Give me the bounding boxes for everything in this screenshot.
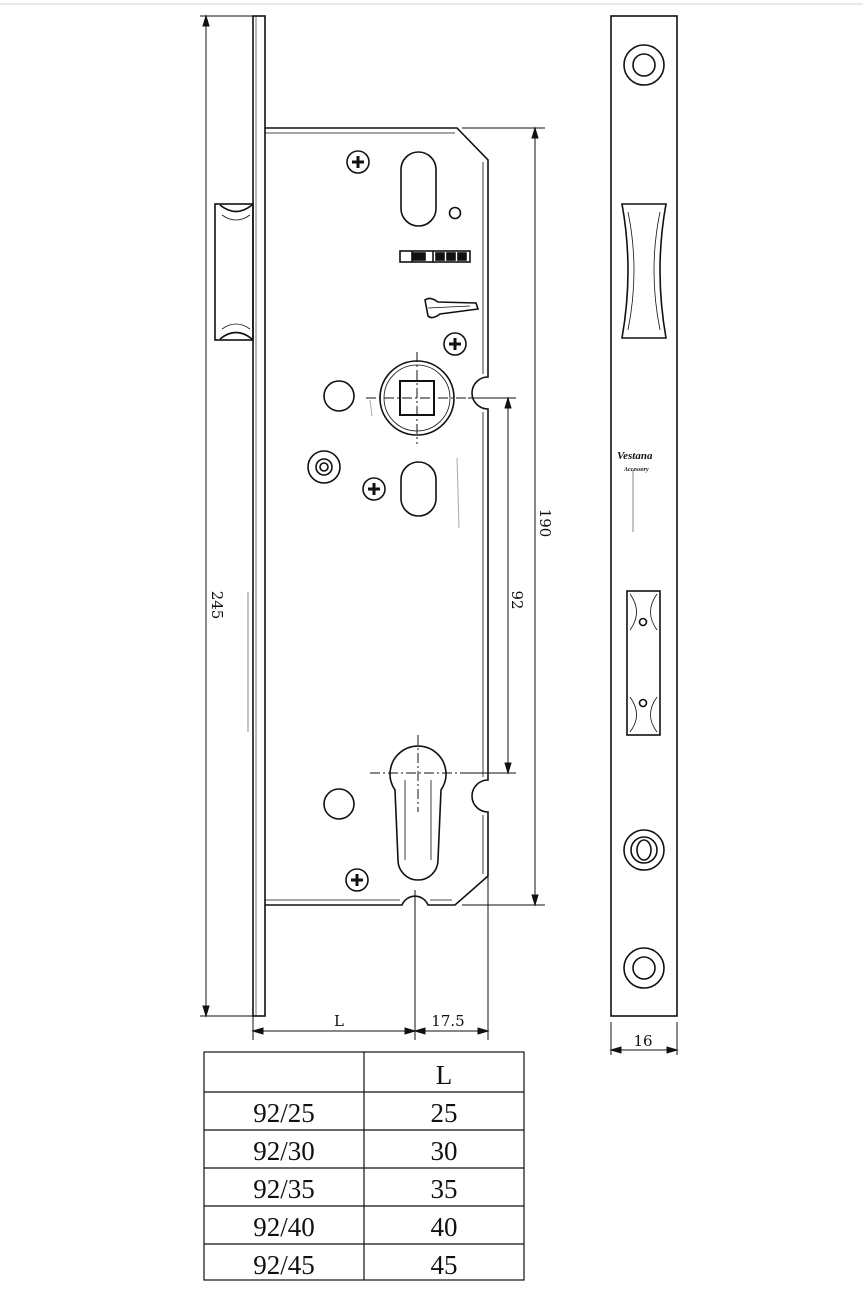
table-cell-model: 92/40 — [253, 1212, 315, 1242]
screw-icon — [443, 332, 467, 356]
table-header-l: L — [436, 1060, 453, 1090]
dimension-lines — [200, 14, 679, 1055]
latch-bolt — [214, 203, 254, 341]
lever-arm — [424, 297, 480, 319]
lock-case — [265, 127, 489, 906]
table-cell-model: 92/30 — [253, 1136, 315, 1166]
side-view — [610, 15, 678, 1017]
fixing-hole — [323, 380, 355, 412]
table-cell-model: 92/25 — [253, 1098, 315, 1128]
latch-opening — [621, 203, 667, 339]
dim-center-distance: 92 — [508, 590, 526, 609]
middle-slot — [400, 461, 437, 517]
fixing-hole — [323, 788, 355, 820]
faceplate-front — [252, 15, 266, 1017]
dim-backset: 17.5 — [431, 1012, 464, 1030]
table-cell-l: 35 — [431, 1174, 458, 1204]
table-cell-l: 25 — [431, 1098, 458, 1128]
table-cell-l: 45 — [431, 1250, 458, 1280]
brand-tagline: Accessory — [623, 467, 649, 473]
table-cell-model: 92/45 — [253, 1250, 315, 1280]
table-cell-l: 30 — [431, 1136, 458, 1166]
screw-icon — [362, 477, 386, 501]
dim-overall-length: 245 — [208, 591, 226, 620]
bolt-opening — [626, 590, 661, 736]
table-cell-model: 92/35 — [253, 1174, 315, 1204]
brand-name: Vestana — [617, 450, 653, 462]
cylinder-opening — [623, 829, 665, 871]
cylinder-hole — [389, 745, 447, 881]
screw-hole-bottom — [623, 947, 665, 989]
faceplate-side — [610, 15, 678, 1017]
front-view — [214, 15, 489, 1017]
dim-faceplate-width: 16 — [633, 1032, 652, 1050]
brand-logo: Vestana Accessory — [617, 450, 653, 473]
screw-icon — [346, 150, 370, 174]
bolt-strip — [399, 250, 471, 263]
round-knob — [307, 450, 341, 484]
dim-case-height: 190 — [536, 509, 554, 538]
table-cell-l: 40 — [431, 1212, 458, 1242]
upper-slot — [400, 151, 437, 227]
screw-hole-top — [623, 44, 665, 86]
dim-left-offset: L — [334, 1012, 344, 1030]
size-table: L 92/25 25 92/30 30 92/35 35 92/40 40 92… — [203, 1051, 525, 1281]
screw-icon — [345, 868, 369, 892]
small-hole — [448, 206, 462, 220]
center-lines — [366, 352, 468, 812]
